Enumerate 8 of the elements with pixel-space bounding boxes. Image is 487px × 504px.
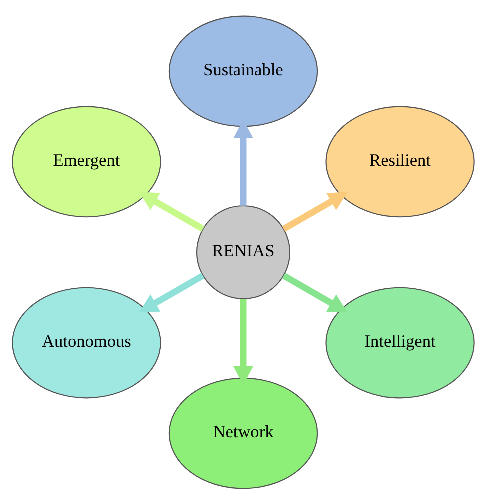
arrow — [139, 272, 205, 312]
arrow — [139, 192, 205, 232]
node-circle: RENIAS — [196, 204, 291, 300]
arrow — [282, 192, 348, 232]
node-ellipse: Network — [168, 377, 318, 489]
node-ellipse: Sustainable — [168, 15, 318, 127]
arrow — [282, 272, 348, 312]
arrow — [234, 298, 254, 385]
